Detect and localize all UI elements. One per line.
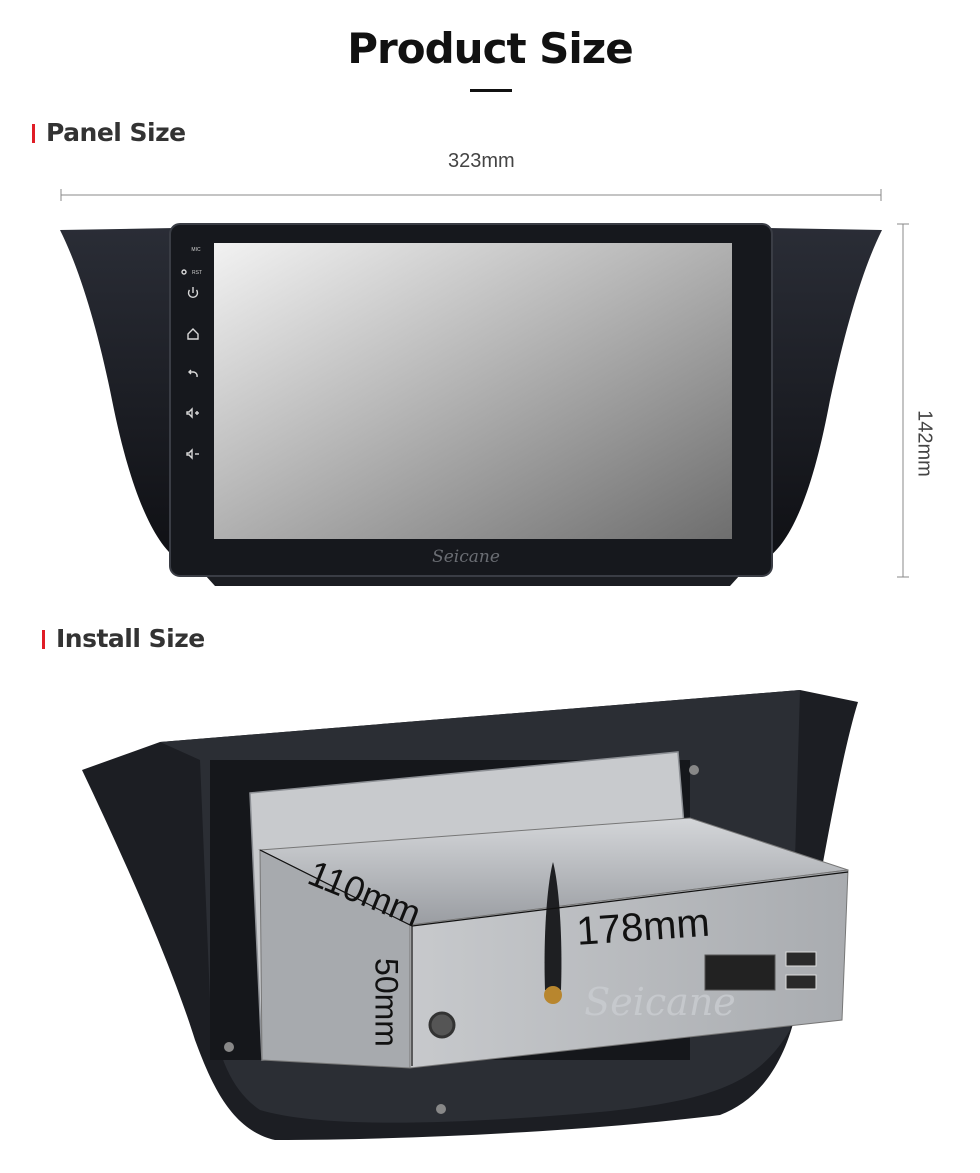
panel-right-wing (765, 228, 882, 560)
panel-brand-logo: Seicane (432, 547, 500, 567)
harness-connector (704, 954, 776, 991)
screw (436, 1104, 446, 1114)
screw (224, 1042, 234, 1052)
mic-label: MIC (191, 247, 201, 253)
usb-port-2 (785, 974, 817, 990)
title-underline (470, 89, 512, 92)
install-dimension-lines (259, 849, 849, 1066)
back-icon (188, 369, 198, 378)
panel-width-dimension-line (60, 189, 882, 201)
heading-accent-bar (42, 630, 45, 649)
screw (689, 765, 699, 775)
panel-size-heading-text: Panel Size (46, 118, 186, 147)
home-icon (187, 328, 199, 340)
volume-up-icon (186, 407, 199, 419)
panel-screen (214, 243, 732, 539)
panel-buttons: MIC RST (181, 247, 202, 460)
page-title: Product Size (347, 24, 634, 73)
antenna (544, 862, 562, 990)
usb-port-1 (785, 951, 817, 967)
install-size-heading: Install Size (42, 624, 205, 653)
reset-hole-icon (181, 269, 187, 275)
antenna-base (544, 986, 562, 1004)
panel-size-heading: Panel Size (32, 118, 186, 147)
chassis-front (409, 869, 849, 1069)
power-icon (187, 287, 199, 299)
heading-accent-bar (32, 124, 35, 143)
panel-left-wing (60, 228, 178, 560)
rst-label: RST (192, 270, 202, 276)
volume-down-icon (186, 448, 199, 460)
panel-height-dimension-line (897, 223, 909, 578)
install-width-label: 178mm (575, 900, 712, 954)
panel-bottom-trim (205, 575, 740, 586)
install-size-heading-text: Install Size (56, 624, 205, 653)
install-brand-logo: Seicane (584, 980, 736, 1024)
round-jack (428, 1011, 456, 1039)
install-height-label: 50mm (368, 958, 405, 1047)
panel-width-label: 323mm (448, 150, 515, 172)
